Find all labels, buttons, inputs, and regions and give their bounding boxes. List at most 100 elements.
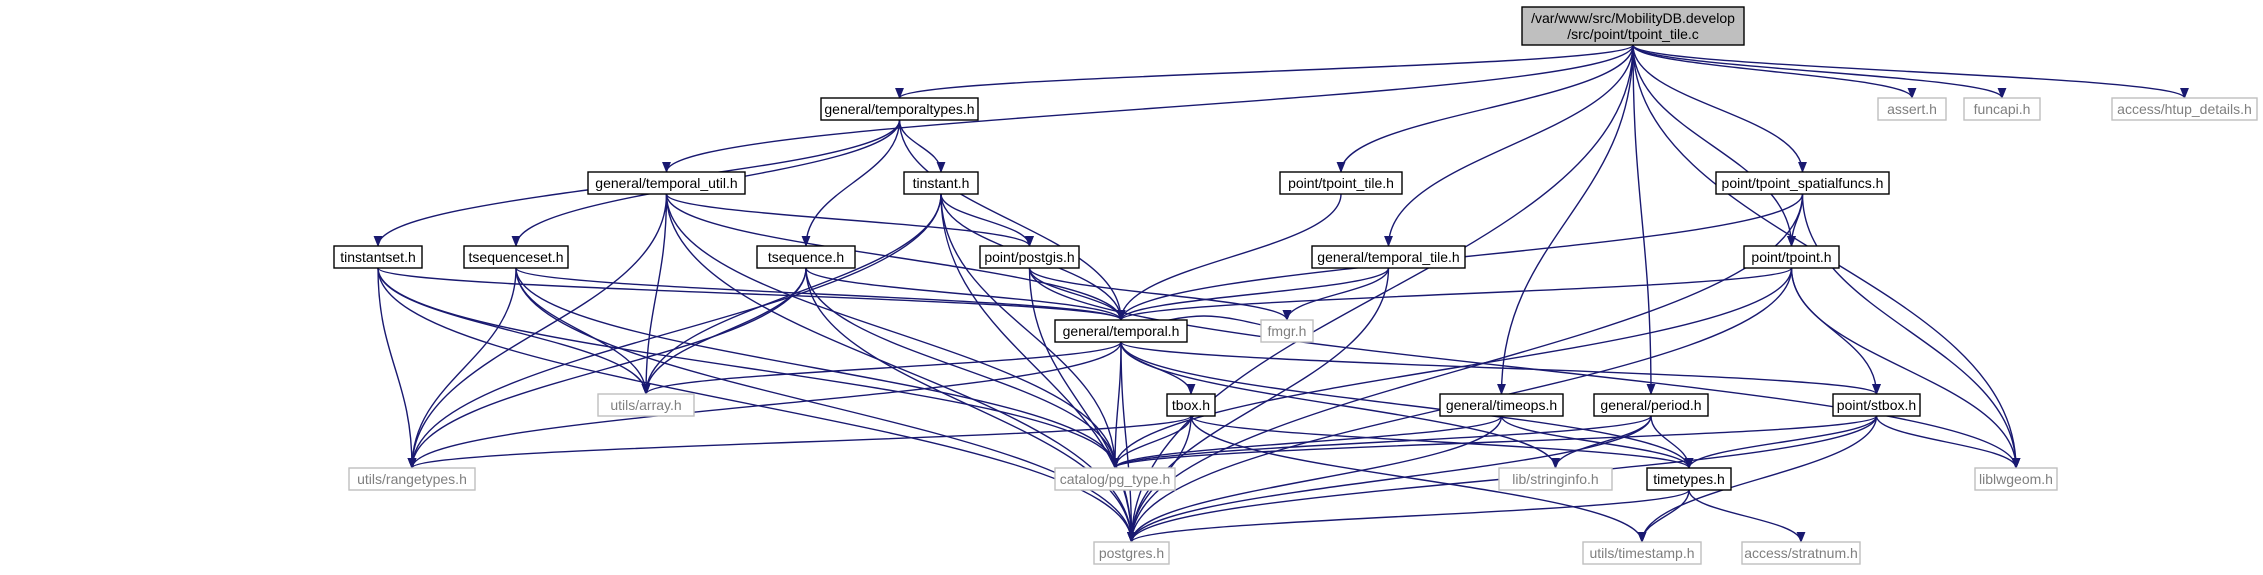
node-tinstant[interactable]: tinstant.h xyxy=(903,171,979,195)
node-label: liblwgeom.h xyxy=(1979,471,2053,487)
edge-tsequenceset-to-rangetypes xyxy=(407,267,517,470)
node-stbox[interactable]: point/stbox.h xyxy=(1832,393,1921,417)
node-box xyxy=(1593,393,1709,417)
edge-postgis-to-fmgr xyxy=(1028,267,1292,322)
node-box xyxy=(1279,171,1403,195)
edge-tinstant-to-rangetypes xyxy=(407,193,942,470)
node-box xyxy=(1974,467,2058,491)
node-label: tsequence.h xyxy=(768,249,844,265)
edge-temporal-to-pg_type xyxy=(1110,341,1122,470)
edge-root-to-funcapi xyxy=(1632,44,2007,100)
node-box xyxy=(1963,97,2041,121)
node-tpoint[interactable]: point/tpoint.h xyxy=(1743,245,1840,269)
edge-stbox-to-timestamp xyxy=(1637,415,1878,544)
edge-timetypes-to-postgres xyxy=(1127,489,1690,544)
edge-tbox-to-timetypes xyxy=(1190,415,1694,470)
node-box xyxy=(1715,171,1890,195)
node-label: general/timeops.h xyxy=(1446,397,1557,413)
node-root[interactable]: /var/www/src/MobilityDB.develop/src/poin… xyxy=(1521,6,1745,46)
node-box xyxy=(1741,541,1861,565)
node-temporal[interactable]: general/temporal.h xyxy=(1054,319,1188,343)
edge-postgis-to-postgres xyxy=(1028,267,1136,544)
node-label: general/temporal_util.h xyxy=(595,175,737,191)
node-tsequence[interactable]: tsequence.h xyxy=(756,245,856,269)
edge-root-to-timeops xyxy=(1497,44,1634,396)
edge-tpoint-to-pg_type xyxy=(1110,267,1793,470)
node-label: utils/rangetypes.h xyxy=(357,471,467,487)
node-postgis[interactable]: point/postgis.h xyxy=(979,245,1080,269)
node-timetypes[interactable]: timetypes.h xyxy=(1646,467,1732,491)
edge-tpoint-to-liblwgeom xyxy=(1790,267,2021,470)
node-funcapi: funcapi.h xyxy=(1963,97,2041,121)
node-box xyxy=(1093,541,1170,565)
node-box xyxy=(1743,245,1840,269)
node-label: tsequenceset.h xyxy=(469,249,564,265)
edge-root-to-assert xyxy=(1632,44,1917,100)
node-tbox[interactable]: tbox.h xyxy=(1166,393,1216,417)
edge-tinstant-to-postgis xyxy=(940,193,1034,248)
node-tsequenceset[interactable]: tsequenceset.h xyxy=(463,245,569,269)
edge-root-to-tpoint_tile_h xyxy=(1336,44,1634,174)
node-tpoint-spatialfuncs[interactable]: point/tpoint_spatialfuncs.h xyxy=(1715,171,1890,195)
edge-temporal_tile-to-temporal xyxy=(1116,267,1390,322)
edge-period-to-stringinfo xyxy=(1551,415,1652,470)
node-pg-type: catalog/pg_type.h xyxy=(1054,467,1176,491)
edge-temporal-to-postgres xyxy=(1120,341,1136,544)
edge-tinstantset-to-postgres xyxy=(377,267,1136,544)
node-box xyxy=(2111,97,2258,121)
node-label: assert.h xyxy=(1887,101,1937,117)
node-box xyxy=(1260,319,1314,343)
node-label: access/stratnum.h xyxy=(1744,545,1858,561)
edge-timetypes-to-timestamp xyxy=(1637,489,1690,544)
node-tinstantset[interactable]: tinstantset.h xyxy=(333,245,423,269)
node-label: timetypes.h xyxy=(1653,471,1725,487)
node-label: postgres.h xyxy=(1099,545,1164,561)
node-assert: assert.h xyxy=(1877,97,1947,121)
edge-tsequence-to-rangetypes xyxy=(407,267,807,470)
edge-temporaltypes-to-temporal xyxy=(898,119,1126,322)
edge-timeops-to-timetypes xyxy=(1500,415,1694,470)
edge-stbox-to-pg_type xyxy=(1110,415,1878,470)
edge-tbox-to-timestamp xyxy=(1190,415,1647,544)
node-label: point/tpoint_spatialfuncs.h xyxy=(1722,175,1884,191)
node-temporal-tile[interactable]: general/temporal_tile.h xyxy=(1311,245,1466,269)
node-liblwgeom: liblwgeom.h xyxy=(1974,467,2058,491)
edge-tpoint-to-stbox xyxy=(1790,267,1881,396)
node-box xyxy=(756,245,856,269)
node-stratnum: access/stratnum.h xyxy=(1741,541,1861,565)
node-array: utils/array.h xyxy=(597,393,695,417)
node-label: tinstantset.h xyxy=(340,249,416,265)
node-temporaltypes[interactable]: general/temporaltypes.h xyxy=(820,97,979,121)
node-box xyxy=(1054,319,1188,343)
node-label: point/stbox.h xyxy=(1837,397,1916,413)
node-box xyxy=(1646,467,1732,491)
node-label: utils/timestamp.h xyxy=(1589,545,1694,561)
node-label: /src/point/tpoint_tile.c xyxy=(1567,26,1699,42)
node-period[interactable]: general/period.h xyxy=(1593,393,1709,417)
node-label: general/temporal_tile.h xyxy=(1317,249,1459,265)
edge-root-to-period xyxy=(1632,44,1656,396)
edge-root-to-temporaltypes xyxy=(895,44,1634,100)
node-fmgr: fmgr.h xyxy=(1260,319,1314,343)
edge-tsequence-to-postgres xyxy=(805,267,1136,544)
node-temporal-util[interactable]: general/temporal_util.h xyxy=(587,171,746,195)
edge-stbox-to-liblwgeom xyxy=(1875,415,2021,470)
edge-tinstantset-to-rangetypes xyxy=(377,267,417,470)
edge-temporaltypes-to-tinstant xyxy=(898,119,946,174)
node-htup-details: access/htup_details.h xyxy=(2111,97,2258,121)
node-box xyxy=(979,245,1080,269)
edge-temporal_util-to-rangetypes xyxy=(407,193,668,470)
edge-temporal_tile-to-fmgr xyxy=(1282,267,1390,322)
edge-tsequenceset-to-postgres xyxy=(515,267,1136,544)
node-label: /var/www/src/MobilityDB.develop xyxy=(1531,10,1735,26)
node-tpoint-tile-h[interactable]: point/tpoint_tile.h xyxy=(1279,171,1403,195)
node-label: tbox.h xyxy=(1172,397,1210,413)
edge-tpoint-to-temporal xyxy=(1116,267,1793,322)
edge-temporal-to-stbox xyxy=(1120,341,1881,396)
edge-root-to-tpoint xyxy=(1632,44,1796,248)
edge-temporal-to-stringinfo xyxy=(1120,341,1560,470)
node-label: fmgr.h xyxy=(1268,323,1307,339)
node-box xyxy=(348,467,476,491)
node-timeops[interactable]: general/timeops.h xyxy=(1439,393,1564,417)
